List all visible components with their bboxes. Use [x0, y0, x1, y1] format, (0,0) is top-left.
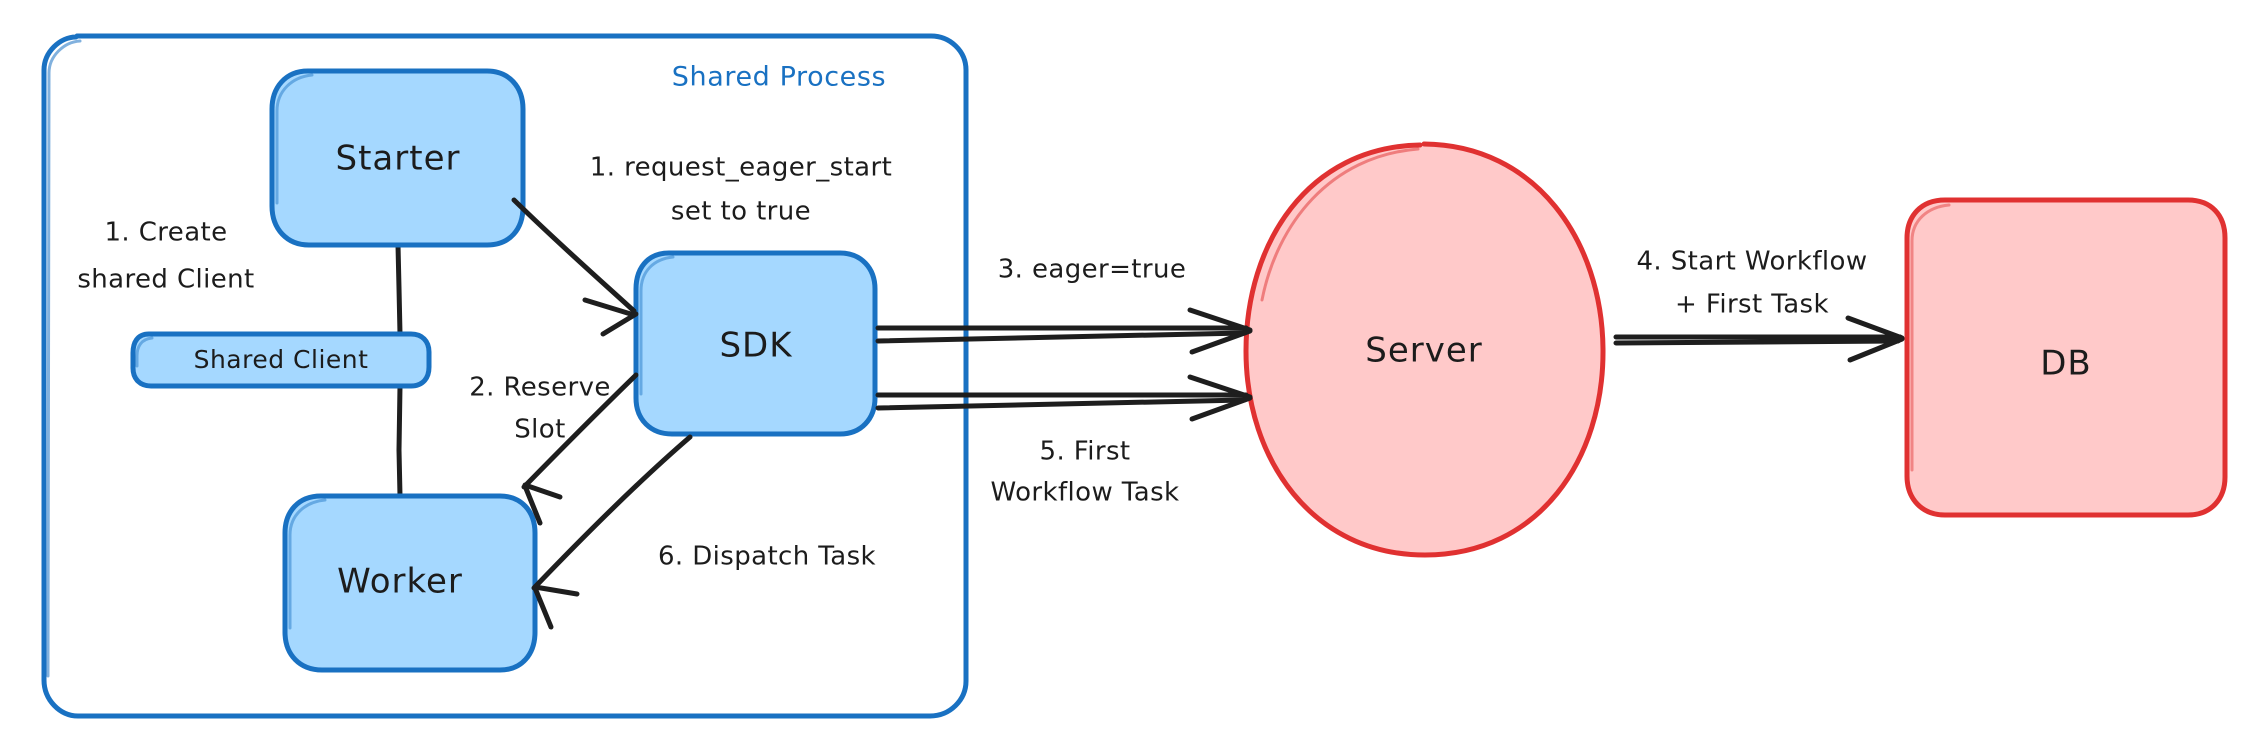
- edge-label-create-shared-client-line2: shared Client: [77, 265, 254, 295]
- node-label-server: Server: [1365, 331, 1483, 371]
- node-sdk[interactable]: SDK: [633, 250, 878, 437]
- edge-reserve-slot: [521, 372, 639, 526]
- edge-first-workflow-task: [875, 374, 1253, 422]
- edge-start-workflow-first-task: [1613, 315, 1905, 363]
- node-server[interactable]: Server: [1243, 141, 1606, 558]
- edge-label-request-eager-start-line2: set to true: [671, 197, 811, 227]
- edge-label-request-eager-start-line1: 1. request_eager_start: [590, 153, 892, 183]
- group-shared-process: Shared Process: [41, 33, 969, 719]
- edge-label-dispatch-task: 6. Dispatch Task: [658, 542, 876, 572]
- node-label-worker: Worker: [337, 562, 463, 602]
- edge-request-eager-start: [511, 197, 639, 337]
- node-starter[interactable]: Starter: [269, 68, 526, 248]
- edge-label-create-shared-client-line1: 1. Create: [104, 218, 227, 248]
- edge-eager-true: [875, 307, 1253, 355]
- node-label-db: DB: [2040, 344, 2092, 384]
- group-label-shared-process: Shared Process: [672, 62, 886, 93]
- node-worker[interactable]: Worker: [282, 493, 538, 673]
- edge-label-reserve-slot-line1: 2. Reserve: [469, 373, 611, 403]
- edge-label-first-workflow-task-line1: 5. First: [1040, 437, 1131, 467]
- node-label-sdk: SDK: [719, 326, 793, 366]
- edge-shared-client-worker: [396, 383, 403, 499]
- node-shared-client[interactable]: Shared Client: [130, 331, 432, 389]
- edge-label-first-workflow-task-line2: Workflow Task: [991, 478, 1180, 508]
- node-label-shared-client: Shared Client: [194, 345, 369, 374]
- node-label-starter: Starter: [336, 139, 461, 179]
- edge-label-start-workflow-line1: 4. Start Workflow: [1636, 247, 1867, 277]
- edge-label-eager-true: 3. eager=true: [998, 255, 1187, 285]
- edge-label-start-workflow-line2: + First Task: [1675, 290, 1829, 320]
- node-db[interactable]: DB: [1904, 197, 2228, 518]
- edge-starter-shared-client: [395, 242, 403, 337]
- edge-dispatch-task: [531, 434, 693, 630]
- edge-label-reserve-slot-line2: Slot: [514, 415, 565, 445]
